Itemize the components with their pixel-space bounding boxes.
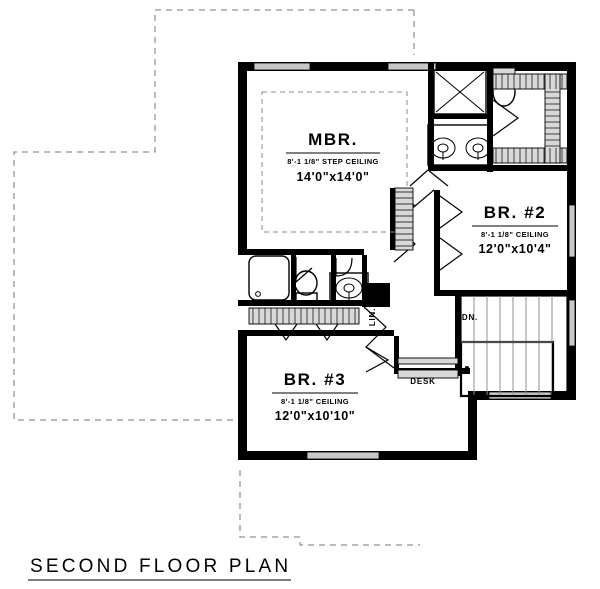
window-br3-bottom	[306, 451, 380, 460]
master-shower-fixture	[433, 69, 487, 115]
room-label-br3: BR. #3 8'-1 1/8" CEILING 12'0"x10'10"	[272, 370, 358, 423]
br2-ceiling-note: 8'-1 1/8" CEILING	[481, 230, 549, 239]
br3-room-name: BR. #3	[284, 370, 347, 389]
mbr-room-name: MBR.	[308, 130, 358, 149]
room-labels: MBR. 8'-1 1/8" STEP CEILING 14'0"x14'0" …	[272, 130, 558, 423]
plan-title-group: SECOND FLOOR PLAN	[28, 556, 291, 581]
hall-bath-tub	[248, 255, 290, 301]
plan-annotations: DN. DESK LIN.	[368, 308, 478, 386]
br3-closet-shelving	[248, 307, 360, 342]
br2-room-name: BR. #2	[484, 203, 547, 222]
desk-counter	[397, 357, 459, 379]
room-label-br2: BR. #2 8'-1 1/8" CEILING 12'0"x10'4"	[472, 203, 558, 256]
staircase	[459, 295, 568, 398]
hall-bath-fixtures	[248, 255, 369, 304]
window-br2-right	[568, 204, 576, 258]
desk-label: DESK	[410, 377, 435, 386]
window-mbr-top-right	[387, 62, 437, 71]
window-mbr-top-left	[253, 62, 311, 71]
br3-dimensions: 12'0"x10'10"	[275, 409, 356, 423]
hall-closet-shelving	[394, 187, 414, 251]
room-label-mbr: MBR. 8'-1 1/8" STEP CEILING 14'0"x14'0"	[286, 130, 380, 184]
hall-bath-sink	[329, 272, 369, 304]
mbr-step-ceiling-outline	[261, 91, 408, 233]
interior-walls	[238, 62, 574, 376]
br3-ceiling-note: 8'-1 1/8" CEILING	[281, 397, 349, 406]
stair-direction-label: DN.	[462, 313, 478, 322]
br2-dimensions: 12'0"x10'4"	[478, 242, 551, 256]
window-stair-right	[568, 299, 576, 347]
mbr-ceiling-note: 8'-1 1/8" STEP CEILING	[287, 157, 379, 166]
first-floor-ghost-outline	[13, 9, 420, 546]
hall-bath-toilet	[294, 270, 318, 302]
door-swings	[295, 169, 464, 373]
master-walk-in-closet	[492, 73, 568, 164]
mbr-dimensions: 14'0"x14'0"	[296, 170, 369, 184]
plan-title: SECOND FLOOR PLAN	[30, 556, 291, 577]
master-vanity	[427, 124, 491, 166]
linen-closet-label: LIN.	[368, 308, 377, 326]
